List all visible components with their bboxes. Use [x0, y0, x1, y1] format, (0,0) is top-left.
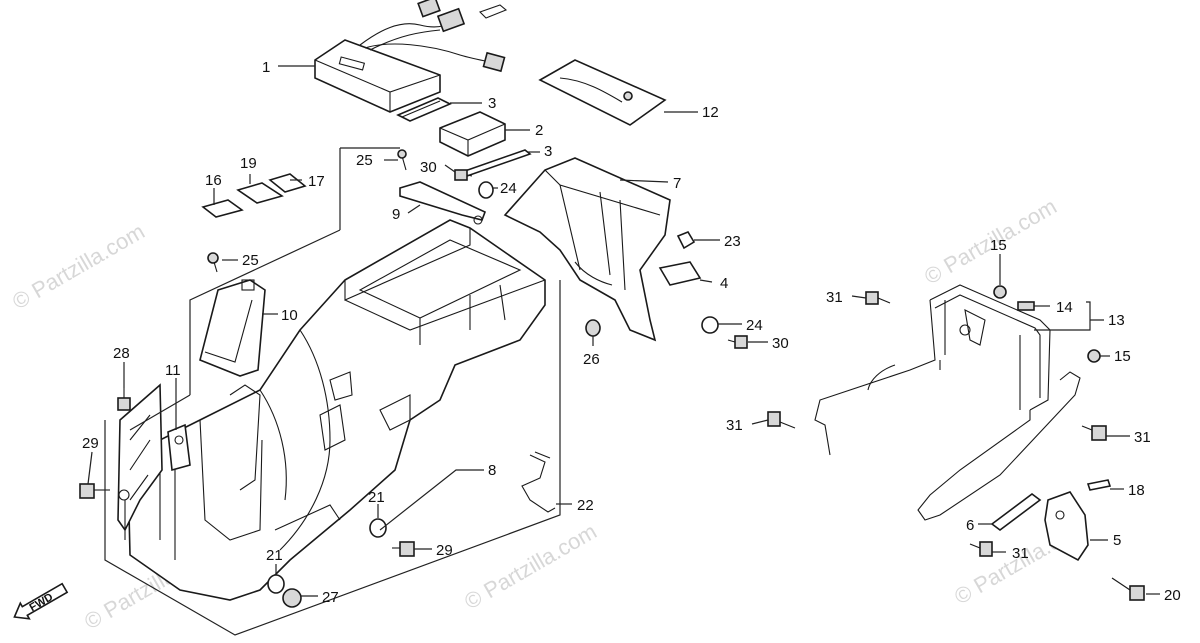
hardware-grommet-23: [676, 231, 696, 250]
callout-11: 11: [165, 362, 181, 379]
callout-31: 31: [826, 289, 843, 306]
hardware-nut-15a: [993, 285, 1007, 299]
part-16-19-17-plates: [201, 173, 307, 218]
watermark: © Partzilla.com: [8, 219, 149, 315]
callout-16: 16: [205, 172, 222, 189]
callout-29: 29: [82, 435, 99, 452]
left-bracket: [117, 383, 163, 540]
part-13-rack-frame: [814, 284, 1081, 521]
hardware-pin-18: [1086, 479, 1112, 491]
hardware-nut-26: [585, 319, 601, 337]
hardware-collar-14: [1017, 301, 1035, 311]
callout-30: 30: [772, 335, 789, 352]
reference-line: [104, 280, 561, 636]
part-2-holder: [439, 111, 506, 157]
hardware-bolt-28: [117, 388, 131, 411]
callout-24: 24: [500, 180, 517, 197]
hardware-collar-21a: [369, 518, 387, 538]
callout-7: 7: [673, 175, 681, 192]
hardware-bolt-20: [1111, 577, 1145, 601]
reference-line: [189, 229, 341, 395]
part-7-rear-cover: [503, 157, 671, 342]
callout-5: 5: [1113, 532, 1121, 549]
hardware-screw-25b: [207, 252, 219, 273]
fwd-arrow: FWD: [13, 582, 69, 620]
callout-25: 25: [242, 252, 259, 269]
callout-20: 20: [1164, 587, 1181, 604]
callout-27: 27: [322, 589, 339, 606]
watermark: © Partzilla.com: [460, 519, 601, 615]
part-6-plate: [990, 493, 1042, 531]
hardware-bolt-30b: [727, 335, 748, 349]
hardware-bolt-30a: [454, 169, 473, 181]
callout-14: 14: [1056, 299, 1073, 316]
leader-lines: [87, 65, 1160, 597]
callout-25: 25: [356, 152, 373, 169]
callout-22: 22: [577, 497, 594, 514]
callout-26: 26: [583, 351, 600, 368]
hardware-bolt-31c: [1081, 425, 1107, 441]
callout-17: 17: [308, 173, 325, 190]
callout-10: 10: [281, 307, 298, 324]
callout-8: 8: [488, 462, 496, 479]
part-4-reflector: [658, 261, 702, 286]
callout-9: 9: [392, 206, 400, 223]
part-5-bracket: [1044, 491, 1089, 562]
part-10-bracket: [199, 279, 266, 377]
callout-3: 3: [488, 95, 496, 112]
callout-19: 19: [240, 155, 257, 172]
part-1-control-unit: [314, 0, 508, 113]
part-12-cover: [538, 59, 667, 126]
callout-31: 31: [726, 417, 743, 434]
callout-29: 29: [436, 542, 453, 559]
hardware-bolt-31a: [865, 291, 891, 305]
callout-21: 21: [266, 547, 283, 564]
callout-4: 4: [720, 275, 728, 292]
callout-18: 18: [1128, 482, 1145, 499]
callout-28: 28: [113, 345, 130, 362]
callout-23: 23: [724, 233, 741, 250]
callout-3: 3: [544, 143, 552, 160]
hardware-nut-15b: [1087, 349, 1101, 363]
callout-13: 13: [1108, 312, 1125, 329]
callout-2: 2: [535, 122, 543, 139]
callout-21: 21: [368, 489, 385, 506]
fwd-label: FWD: [28, 591, 56, 614]
part-3-rubber-pad: [396, 97, 452, 122]
callout-24: 24: [746, 317, 763, 334]
callout-15: 15: [990, 237, 1007, 254]
part-9-bracket: [399, 181, 487, 225]
part-22-clip: [521, 451, 556, 513]
hardware-nut-27: [282, 588, 302, 608]
callout-31: 31: [1012, 545, 1029, 562]
callout-12: 12: [702, 104, 719, 121]
callout-15: 15: [1114, 348, 1131, 365]
hardware-bolt-29b: [392, 541, 415, 557]
hardware-collar-21b: [267, 574, 285, 594]
part-11-plate: [167, 423, 191, 472]
hardware-collar-24a: [478, 181, 494, 199]
hardware-bolt-31d: [969, 541, 993, 557]
callout-1: 1: [262, 59, 270, 76]
hardware-screw-25a: [397, 149, 407, 171]
hardware-bolt-31b: [767, 411, 796, 429]
hardware-bolt-29a: [79, 483, 110, 499]
callout-31: 31: [1134, 429, 1151, 446]
callout-30: 30: [420, 159, 437, 176]
hardware-collar-24b: [701, 316, 719, 334]
callout-6: 6: [966, 517, 974, 534]
reference-line: [339, 147, 400, 230]
